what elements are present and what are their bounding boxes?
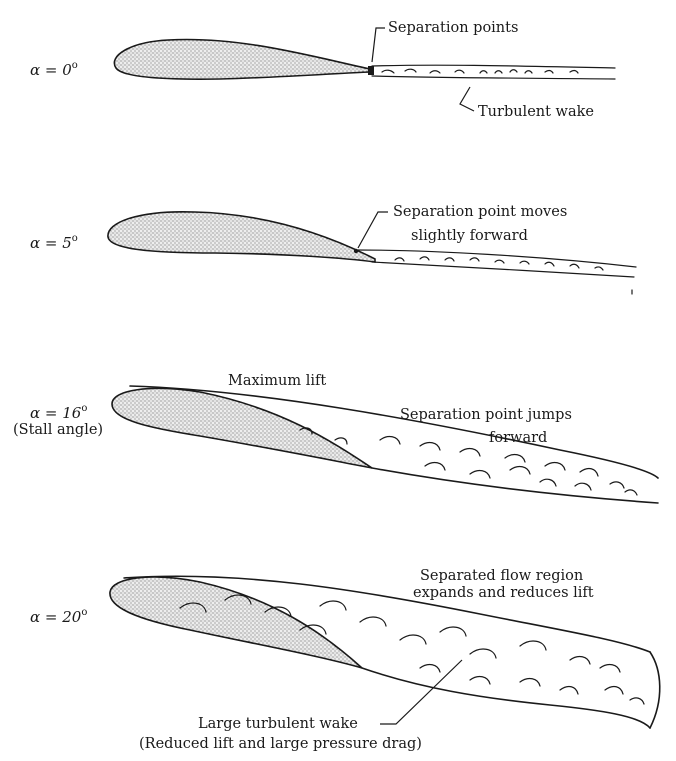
panel-alpha-0: α = 0o Separation points Turbulent wake <box>30 20 616 120</box>
airfoil-5 <box>107 210 376 263</box>
alpha-label-0: α = 0o <box>30 60 78 79</box>
airfoil-16 <box>111 387 373 469</box>
label-reduced-lift: (Reduced lift and large pressure drag) <box>139 736 422 752</box>
panel-alpha-5: α = 5o Separation point moves slightly f… <box>30 204 637 295</box>
label-stall-angle: (Stall angle) <box>13 422 103 438</box>
leader-separation-moves <box>357 211 388 249</box>
leader-separation-points <box>371 27 385 63</box>
panel-alpha-20: α = 20o Separated flow region expands an… <box>30 568 661 752</box>
alpha-label-16: α = 16o <box>30 403 87 422</box>
label-separation-jumps-2: forward <box>489 430 547 446</box>
label-separation-jumps-1: Separation point jumps <box>400 407 572 423</box>
turbulent-wake-0 <box>371 64 616 80</box>
label-large-wake: Large turbulent wake <box>198 716 358 732</box>
label-turbulent-wake: Turbulent wake <box>478 104 594 120</box>
alpha-label-5: α = 5o <box>30 233 78 252</box>
turbulent-wake-5 <box>355 249 637 295</box>
label-maximum-lift: Maximum lift <box>228 373 326 389</box>
panel-alpha-16: α = 16o (Stall angle) Maximum lift Separ… <box>13 373 659 504</box>
separated-wake-16 <box>129 385 659 504</box>
airfoil-0 <box>113 38 371 80</box>
label-separation-moves-2: slightly forward <box>411 228 528 244</box>
leader-large-wake <box>380 659 463 725</box>
leader-turbulent-wake <box>459 86 475 112</box>
alpha-label-20: α = 20o <box>30 607 87 626</box>
label-separated-flow-2: expands and reduces lift <box>413 585 594 601</box>
separated-flow-region-20 <box>123 575 661 729</box>
label-separation-points: Separation points <box>388 20 518 36</box>
airfoil-20 <box>109 576 363 669</box>
label-separated-flow-1: Separated flow region <box>420 568 583 584</box>
label-separation-moves-1: Separation point moves <box>393 204 567 220</box>
separation-point-marker-0 <box>368 66 374 75</box>
